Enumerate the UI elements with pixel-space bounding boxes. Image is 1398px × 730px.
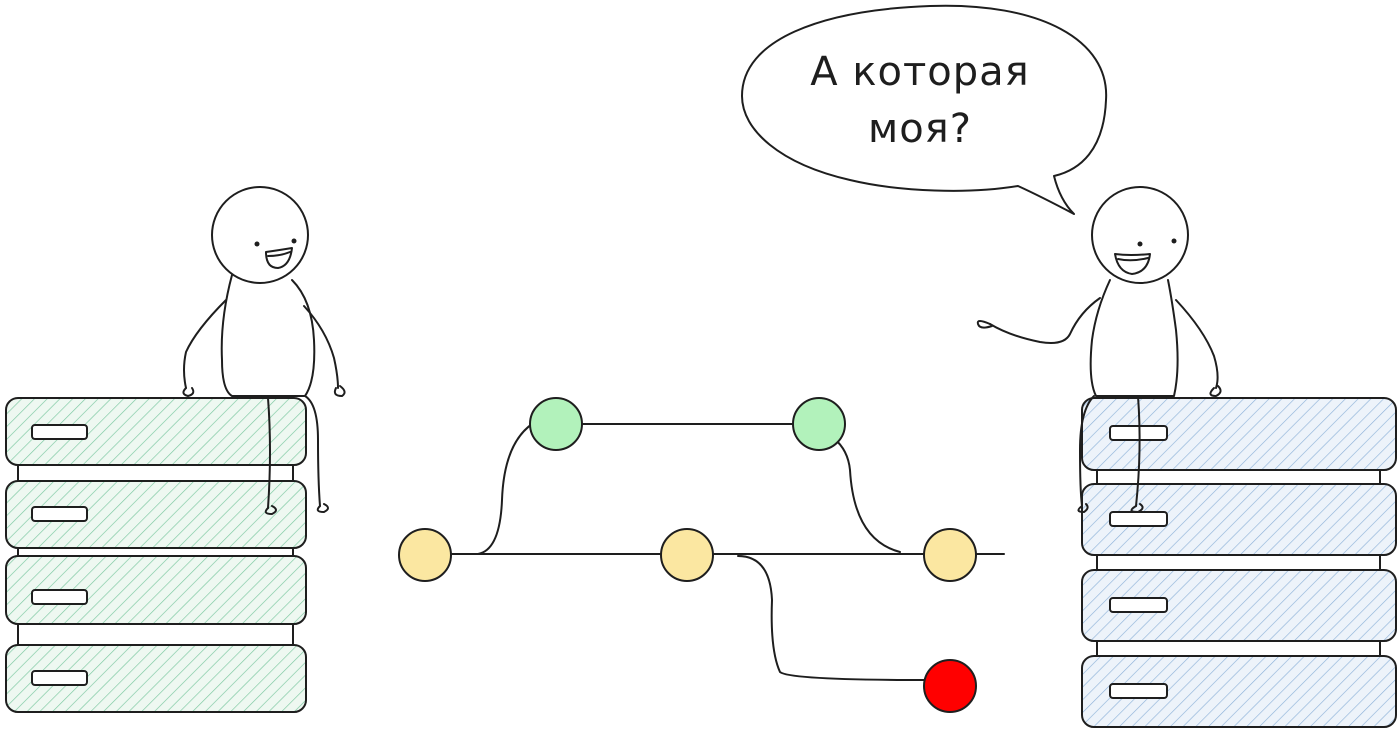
server-stack-left [5,397,307,713]
server-unit [1081,655,1397,728]
speech-bubble-line-1: А которая [810,49,1029,95]
commit-node-diverged [923,659,977,713]
server-unit [5,397,307,466]
server-unit [5,480,307,549]
server-unit [1081,397,1397,471]
server-unit [5,644,307,713]
server-unit [1081,483,1397,556]
person-left [182,186,346,515]
server-unit [5,555,307,625]
server-stack-right [1081,397,1397,728]
commit-node-feature-2 [792,397,846,451]
commit-node-main-2 [660,528,714,582]
speech-bubble: А которая моя? [741,4,1108,215]
server-unit [1081,569,1397,642]
speech-bubble-line-2: моя? [868,106,972,152]
commit-node-main-1 [398,528,452,582]
commit-node-feature-1 [529,397,583,451]
commit-node-main-3 [923,528,977,582]
person-right [976,186,1222,513]
commit-graph [398,397,1005,713]
diverged-branch-line [737,555,925,681]
